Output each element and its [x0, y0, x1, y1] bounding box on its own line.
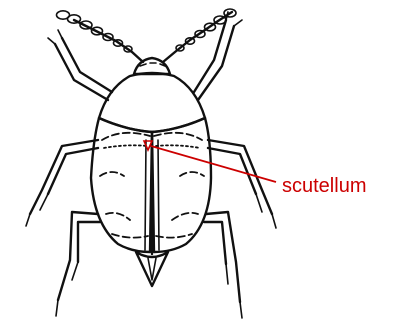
right-hind-leg	[204, 212, 242, 318]
scutellum-label: scutellum	[282, 175, 366, 197]
right-middle-leg	[208, 140, 276, 228]
left-elytron	[91, 118, 152, 252]
left-hind-leg	[56, 212, 100, 316]
annotation-leader-line	[151, 146, 276, 182]
left-front-leg	[48, 30, 112, 100]
scutellum-annotation: scutellum	[144, 141, 366, 197]
right-front-leg	[194, 12, 242, 100]
right-elytron	[152, 118, 211, 252]
pygidium	[136, 252, 168, 286]
